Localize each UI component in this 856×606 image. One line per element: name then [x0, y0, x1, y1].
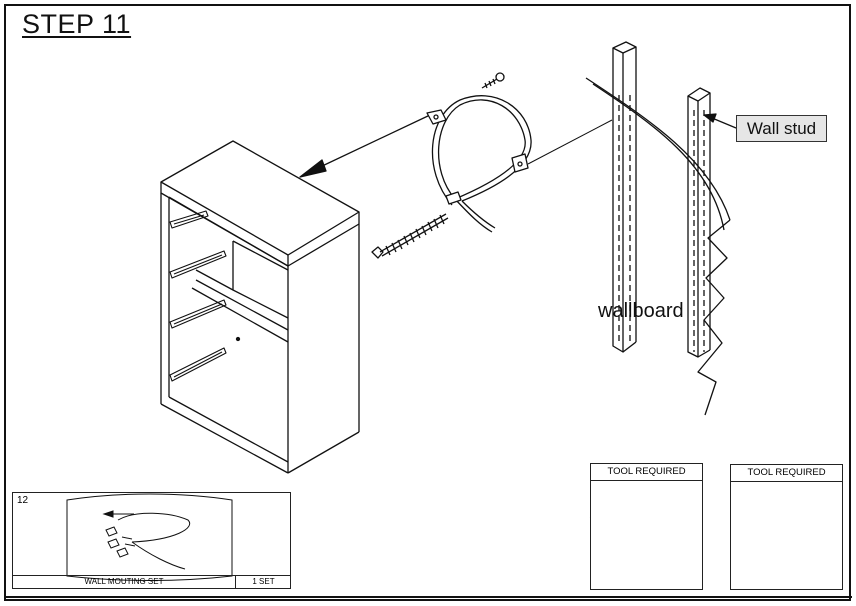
parts-inset-illustration: [66, 493, 233, 581]
cable-tie-icon: [426, 95, 532, 233]
parts-quantity: 1 SET: [235, 576, 291, 588]
wallboard-illustration: [585, 77, 731, 416]
instruction-frame: [4, 4, 851, 601]
parts-footer: WALL MOUTING SET 1 SET: [13, 575, 290, 588]
wall-stud-callout: Wall stud: [736, 115, 827, 142]
parts-inset-panel: 12 WALL MOUTING SET 1 SET: [12, 492, 291, 589]
tool-panel-screwdriver: TOOL REQUIRED: [730, 464, 843, 590]
wall-stud-illustration: [612, 41, 711, 358]
parts-number: 12: [17, 495, 29, 506]
wall-screw-icon: [371, 213, 449, 259]
tool-header: TOOL REQUIRED: [731, 465, 842, 482]
small-screw-icon: [481, 72, 505, 89]
bottom-rule: [4, 596, 852, 598]
wallboard-label: wallboard: [598, 300, 684, 322]
parts-name: WALL MOUTING SET: [84, 577, 164, 586]
tool-panel-drill: TOOL REQUIRED: [590, 463, 703, 590]
arrow-head-icon: [299, 159, 327, 178]
mount-arrow: [317, 114, 431, 169]
step-title: STEP 11: [22, 9, 132, 39]
tool-header: TOOL REQUIRED: [591, 464, 702, 481]
dresser-illustration: [160, 140, 360, 474]
